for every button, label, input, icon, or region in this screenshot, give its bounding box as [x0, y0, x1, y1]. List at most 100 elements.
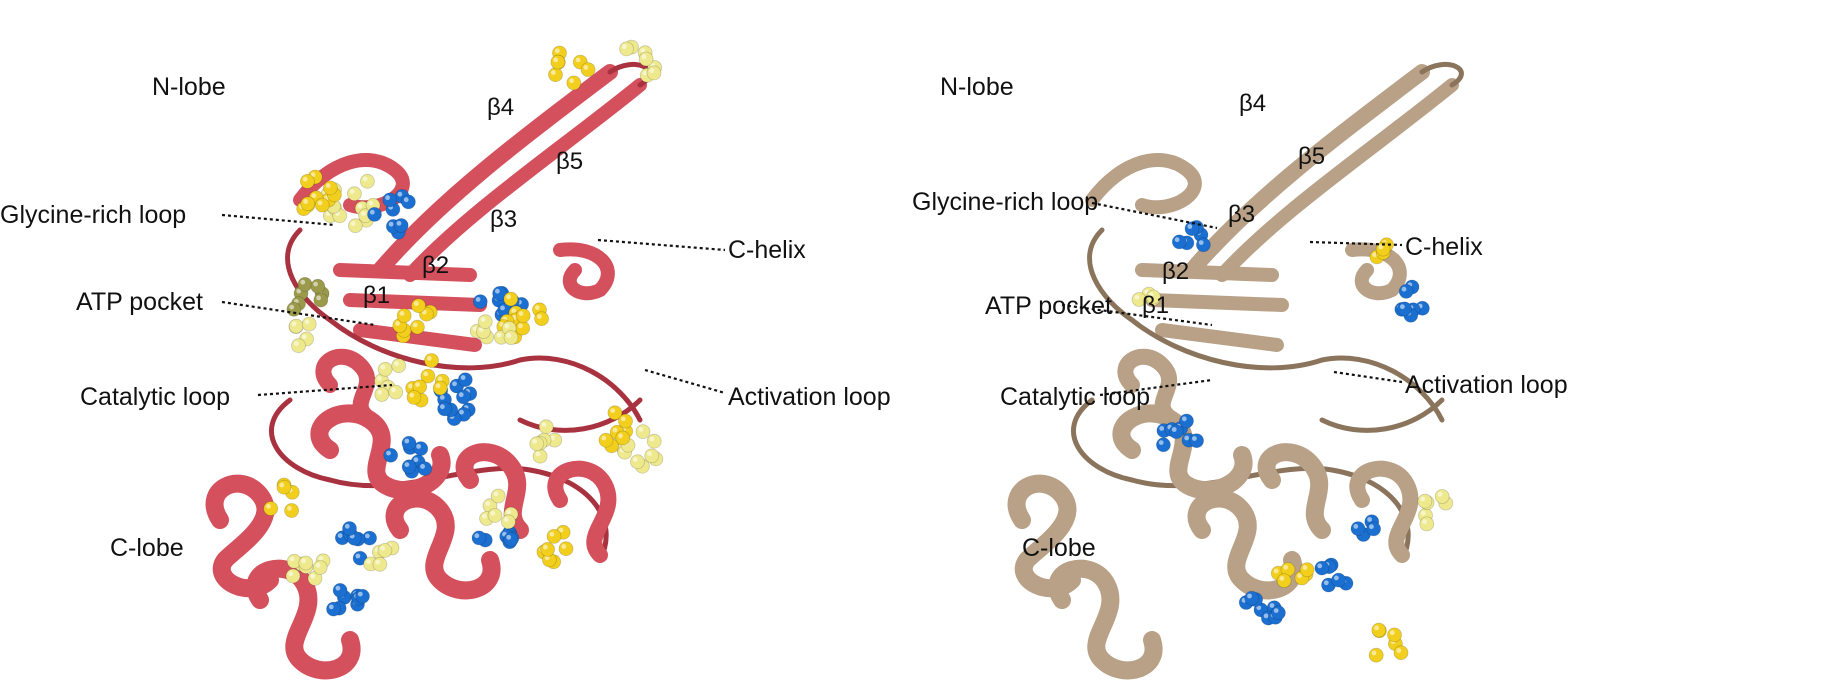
atom-highlight: [550, 435, 555, 441]
atom-sphere: [382, 192, 398, 208]
atom-highlight: [474, 533, 480, 539]
atom-sphere: [374, 387, 390, 402]
atom-highlight: [1371, 650, 1377, 656]
right-atp-pocket-label: ATP pocket: [985, 292, 1112, 320]
atom-highlight: [375, 559, 381, 565]
atom-sphere: [630, 454, 645, 470]
atom-sphere: [300, 196, 316, 212]
atom-highlight: [440, 404, 445, 410]
atom-highlight: [391, 387, 396, 393]
right-n-lobe-label: N-lobe: [940, 73, 1014, 101]
atom-highlight: [496, 332, 502, 338]
atom-highlight: [610, 408, 616, 413]
atom-sphere: [490, 488, 506, 504]
atom-highlight: [518, 311, 524, 316]
atom-highlight: [1273, 568, 1279, 574]
atom-highlight: [317, 200, 323, 206]
atom-highlight: [618, 433, 623, 439]
atom-sphere: [644, 448, 660, 464]
atom-highlight: [1372, 252, 1378, 258]
left-glycine-rich-loop-label: Glycine-rich loop: [0, 201, 187, 229]
atom-highlight: [416, 444, 421, 449]
atom-highlight: [1134, 294, 1140, 300]
atom-sphere: [1398, 283, 1414, 299]
atom-highlight: [558, 527, 564, 533]
atom-highlight: [396, 220, 402, 226]
atom-highlight: [506, 294, 511, 300]
atom-highlight: [291, 321, 297, 327]
atom-highlight: [1187, 224, 1193, 229]
right-structure-panel: N-lobe C-lobe Glycine-rich loop ATP pock…: [912, 0, 1824, 695]
atom-sphere: [471, 530, 487, 546]
atom-highlight: [394, 361, 399, 366]
atom-sphere: [1155, 437, 1171, 453]
atom-sphere: [284, 503, 300, 518]
atom-highlight: [404, 462, 410, 467]
atom-sphere: [1171, 234, 1187, 250]
atom-sphere: [540, 542, 555, 557]
atom-highlight: [1334, 575, 1339, 581]
atom-highlight: [506, 509, 512, 515]
right-ribbon: [1007, 61, 1464, 680]
atom-sphere: [472, 294, 488, 310]
atom-highlight: [413, 301, 419, 306]
atom-highlight: [495, 288, 500, 294]
atom-sphere: [393, 218, 409, 233]
atom-highlight: [435, 383, 441, 389]
right-beta2-label: β2: [1162, 258, 1190, 285]
atom-sphere: [372, 556, 388, 572]
atom-highlight: [1148, 292, 1154, 298]
atom-highlight: [289, 304, 295, 310]
atom-sphere: [437, 401, 453, 417]
atom-sphere: [312, 560, 328, 575]
atom-sphere: [288, 318, 304, 334]
atom-highlight: [1297, 573, 1303, 579]
atom-highlight: [293, 341, 299, 346]
atom-highlight: [549, 531, 555, 537]
atom-highlight: [1273, 608, 1279, 613]
left-c-helix-label: C-helix: [728, 236, 806, 264]
atom-sphere: [1350, 521, 1366, 536]
atom-highlight: [1353, 524, 1359, 529]
atom-sphere: [529, 436, 545, 452]
atom-sphere: [1314, 560, 1330, 576]
atom-highlight: [386, 450, 391, 456]
atom-highlight: [301, 334, 307, 340]
right-catalytic-loop-label: Catalytic loop: [1000, 383, 1151, 411]
atom-sphere: [1270, 605, 1286, 621]
right-beta4-label: β4: [1239, 90, 1267, 117]
atom-highlight: [266, 503, 271, 509]
atom-sphere: [313, 292, 329, 308]
atom-highlight: [1369, 524, 1374, 530]
atom-sphere: [314, 197, 330, 213]
atom-sphere: [538, 419, 554, 435]
atom-highlight: [377, 376, 382, 381]
atom-sphere: [534, 311, 549, 327]
atom-highlight: [1279, 576, 1285, 581]
atom-sphere: [550, 54, 566, 70]
atom-sphere: [635, 424, 651, 440]
atom-sphere: [347, 218, 363, 234]
right-c-helix-label: C-helix: [1405, 233, 1483, 261]
atom-highlight: [1159, 426, 1165, 431]
atom-sphere: [359, 173, 375, 189]
atom-sphere: [342, 521, 357, 536]
atom-sphere: [417, 461, 433, 477]
atom-highlight: [1192, 436, 1197, 441]
atom-highlight: [423, 371, 429, 377]
right-c-lobe-label: C-lobe: [1022, 534, 1096, 562]
atom-highlight: [403, 197, 409, 203]
atom-highlight: [369, 209, 375, 215]
atom-highlight: [349, 189, 355, 194]
atom-highlight: [506, 534, 512, 540]
atom-highlight: [544, 555, 550, 561]
atom-highlight: [377, 389, 382, 395]
atom-sphere: [332, 583, 348, 598]
right-leader-lines: [1061, 201, 1403, 397]
atom-sphere: [388, 384, 404, 400]
atom-highlight: [310, 573, 316, 579]
atom-sphere: [532, 448, 548, 464]
right-atom-spheres: [1131, 219, 1454, 663]
left-c-lobe-label: C-lobe: [110, 534, 184, 562]
